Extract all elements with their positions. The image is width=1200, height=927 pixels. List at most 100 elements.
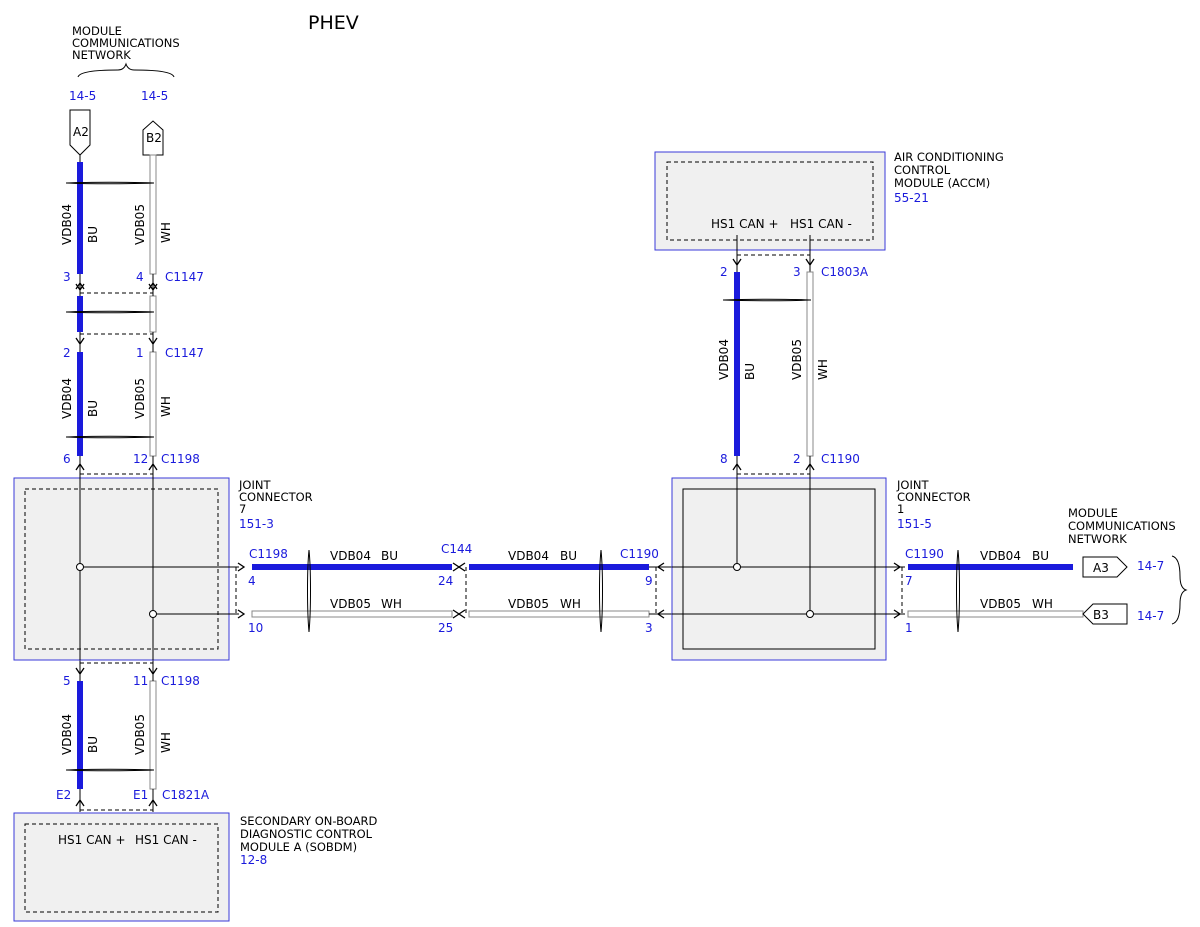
connector-c1190-left	[649, 562, 672, 619]
sobdm-line1: SECONDARY ON-BOARD	[240, 814, 377, 828]
connector-b2: B2	[142, 120, 164, 156]
svg-text:A3: A3	[1093, 561, 1109, 575]
twist-2	[65, 310, 155, 314]
network-brace	[77, 62, 175, 78]
bu-wire-seg-a	[252, 564, 452, 570]
pin-3: 3	[63, 270, 71, 284]
accm-line2: CONTROL	[894, 163, 951, 177]
left-bu-wire	[77, 162, 83, 789]
connector-c1190-right	[886, 562, 905, 619]
c1198-bottom-label[interactable]: C1198	[161, 674, 200, 688]
connector-b3: B3	[1082, 603, 1128, 625]
svg-text:NETWORK: NETWORK	[72, 48, 131, 62]
connector-c144	[452, 562, 467, 619]
twist-3	[65, 435, 155, 439]
svg-text:B3: B3	[1093, 608, 1109, 622]
a2-ref[interactable]: 14-5	[69, 89, 96, 103]
wire-label-wh: WH	[159, 396, 173, 417]
accm-pin-minus: HS1 CAN -	[790, 217, 852, 231]
pin-7: 7	[905, 574, 913, 588]
joint1-line2: CONNECTOR	[897, 490, 971, 504]
connector-c1147-top	[75, 282, 158, 294]
a3-ref[interactable]: 14-7	[1137, 559, 1164, 573]
c1803a-label[interactable]: C1803A	[821, 265, 869, 279]
pin-4: 4	[136, 270, 144, 284]
c1147-bottom-label[interactable]: C1147	[165, 346, 204, 360]
wire-label-bu: BU	[86, 400, 100, 417]
wire-label-vdb05: VDB05	[508, 597, 549, 611]
accm-bu-wire	[734, 272, 740, 456]
pin-3: 3	[793, 265, 801, 279]
joint1-ref[interactable]: 151-5	[897, 517, 932, 531]
sobdm-ref[interactable]: 12-8	[240, 853, 267, 867]
sobdm-line2: DIAGNOSTIC CONTROL	[240, 827, 373, 841]
connector-c1821a	[75, 799, 158, 811]
wh-wire-seg-b	[468, 610, 650, 618]
wire-label-bu: BU	[381, 549, 398, 563]
c1198-top-label[interactable]: C1198	[161, 452, 200, 466]
wire-label-wh: WH	[159, 222, 173, 243]
wire-label-wh: WH	[159, 732, 173, 753]
twist-5	[307, 549, 311, 633]
wire-label-vdb04: VDB04	[60, 714, 74, 755]
joint7-ref[interactable]: 151-3	[239, 517, 274, 531]
c144-label[interactable]: C144	[441, 542, 472, 556]
c1821a-label[interactable]: C1821A	[162, 788, 210, 802]
pin-3: 3	[645, 621, 653, 635]
wire-label-vdb05: VDB05	[133, 378, 147, 419]
wire-label-vdb05: VDB05	[330, 597, 371, 611]
sobdm-module: HS1 CAN + HS1 CAN -	[13, 812, 230, 922]
wire-label-wh: WH	[560, 597, 581, 611]
wh-wire-seg-a	[251, 610, 453, 618]
wire-label-wh: WH	[381, 597, 402, 611]
wh-wire-seg-c	[907, 610, 1084, 618]
b2-ref[interactable]: 14-5	[141, 89, 168, 103]
wire-label-bu: BU	[1032, 549, 1049, 563]
pin-1: 1	[905, 621, 913, 635]
c1190-left-label[interactable]: C1190	[620, 547, 659, 561]
right-network-line2: COMMUNICATIONS	[1068, 519, 1176, 533]
wire-label-vdb05: VDB05	[790, 339, 804, 380]
pin-e2: E2	[56, 788, 71, 802]
bu-wire-seg-c	[908, 564, 1073, 570]
pin-12: 12	[133, 452, 148, 466]
wire-label-vdb04: VDB04	[508, 549, 549, 563]
pin-6: 6	[63, 452, 71, 466]
c1198-h-label[interactable]: C1198	[249, 547, 288, 561]
pin-8: 8	[720, 452, 728, 466]
joint-connector-1	[671, 476, 887, 661]
page-title: PHEV	[308, 12, 359, 34]
wire-label-wh: WH	[816, 359, 830, 380]
connector-c1198-top	[75, 463, 158, 475]
pin-1: 1	[136, 346, 144, 360]
pin-11: 11	[133, 674, 148, 688]
top-network-label: MODULE COMMUNICATIONS NETWORK	[72, 24, 180, 78]
c1190-right-label[interactable]: C1190	[905, 547, 944, 561]
b3-ref[interactable]: 14-7	[1137, 609, 1164, 623]
c1190-top-label[interactable]: C1190	[821, 452, 860, 466]
joint1-line3: 1	[897, 502, 904, 516]
pin-5: 5	[63, 674, 71, 688]
wire-label-vdb04: VDB04	[60, 378, 74, 419]
bu-wire-seg-b	[469, 564, 649, 570]
accm-module: HS1 CAN + HS1 CAN -	[654, 151, 886, 251]
svg-text:COMMUNICATIONS: COMMUNICATIONS	[72, 36, 180, 50]
accm-ref[interactable]: 55-21	[894, 191, 929, 205]
pin-2: 2	[720, 265, 728, 279]
network-brace-right	[1171, 555, 1188, 625]
accm-line3: MODULE (ACCM)	[894, 176, 990, 190]
sobdm-line3: MODULE A (SOBDM)	[240, 840, 357, 854]
accm-pin-plus: HS1 CAN +	[711, 217, 779, 231]
wire-label-vdb05: VDB05	[980, 597, 1021, 611]
svg-text:MODULE: MODULE	[72, 24, 122, 38]
connector-c1803a	[732, 235, 815, 272]
c1147-top-label[interactable]: C1147	[165, 270, 204, 284]
joint-connector-7	[13, 476, 239, 661]
joint1-line1: JOINT	[896, 478, 929, 492]
svg-text:B2: B2	[146, 131, 162, 145]
accm-line1: AIR CONDITIONING	[894, 150, 1004, 164]
svg-text:A2: A2	[73, 125, 89, 139]
right-network-line1: MODULE	[1068, 506, 1118, 520]
joint7-line3: 7	[239, 502, 246, 516]
pin-25: 25	[438, 621, 453, 635]
